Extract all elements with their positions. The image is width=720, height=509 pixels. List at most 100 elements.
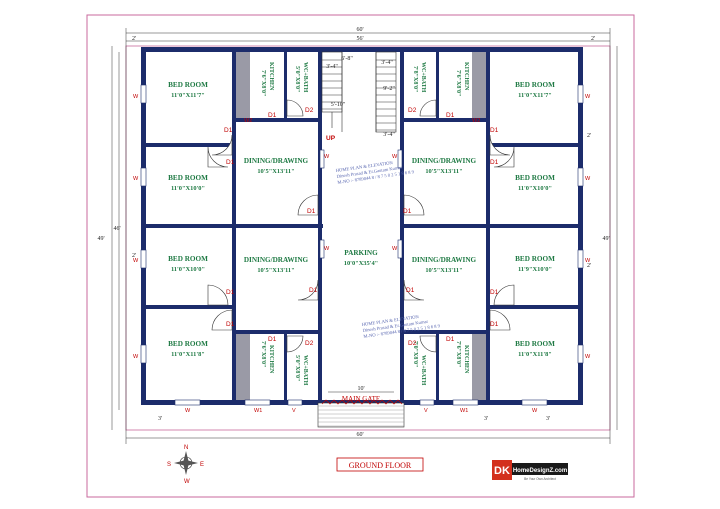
logo-mark: DK [494, 465, 510, 477]
dining-tr-name: DINING/DRAWING [412, 157, 477, 165]
door-tag: D1 [226, 159, 235, 166]
door-tag: D1 [226, 321, 235, 328]
dimension-texts: 60' 56' 2' 2' 60' 49' 46' 49' 2' 2' 2' 1… [97, 27, 609, 438]
bed-tr-name: BED ROOM [515, 81, 555, 89]
bed-l3-name: BED ROOM [168, 255, 208, 263]
window-tag: W [585, 258, 591, 264]
wc-tl-dim: 5'0"X8'0" [294, 66, 300, 92]
door-tag: D1 [490, 159, 499, 166]
ventilator-tag: V [292, 408, 296, 414]
window-tag: W1 [460, 408, 468, 414]
kitchen-tl-dim: 7'6"X8'0" [260, 70, 266, 96]
bed-r3-dim: 11'9"X10'0" [518, 266, 552, 273]
dim-stair: 3'-4" [383, 132, 395, 138]
windows [140, 84, 584, 406]
door-tag: D2 [305, 340, 314, 347]
window-tag: W [133, 176, 139, 182]
bed-br-dim: 11'0"X11'8" [518, 351, 552, 358]
dim-stair: 3'-4" [381, 60, 393, 66]
door-tag: D1 [226, 289, 235, 296]
dim-inner-width: 56' [356, 36, 363, 42]
kitchen-tr-dim: 7'6"X8'0" [455, 70, 461, 96]
dim-front: 3' [484, 416, 488, 422]
dim-setback: 2' [132, 253, 136, 259]
room-labels: BED ROOM 11'0"X11'7" BED ROOM 11'0"X10'0… [168, 81, 555, 358]
door-tag: D1 [307, 208, 316, 215]
bed-br-name: BED ROOM [515, 340, 555, 348]
dining-tl-name: DINING/DRAWING [244, 157, 309, 165]
window-tag: W2 [472, 118, 480, 124]
dining-tl-dim: 10'5"X13'11" [257, 168, 294, 175]
dining-br-dim: 10'5"X13'11" [425, 267, 462, 274]
kitchen-bl-dim: 7'6"X8'0" [260, 341, 266, 367]
dim-setback: 2' [587, 133, 591, 139]
wc-br-label: WC+BATH [420, 355, 426, 386]
dim-flight: 9'-2" [383, 86, 395, 92]
wc-tl-label: WC+BATH [302, 62, 308, 93]
page-title: GROUND FLOOR [349, 461, 412, 470]
window-tag: W [324, 154, 330, 160]
window-tag: W [324, 246, 330, 252]
dining-tr-dim: 10'5"X13'11" [425, 168, 462, 175]
dim-total-width: 60' [356, 27, 363, 33]
walls [141, 47, 583, 405]
dim-stair: 6'-8" [341, 56, 353, 62]
door-tag: D2 [305, 107, 314, 114]
kitchen-br-dim: 7'6"X8'0" [455, 341, 461, 367]
wc-br-dim: 7'0"X8'0" [412, 341, 418, 367]
parking-dim: 10'0"X35'4" [344, 260, 378, 267]
wc-tr-dim: 7'8"X8'0" [412, 66, 418, 92]
staircase [321, 51, 397, 133]
door-tag: D1 [490, 289, 499, 296]
dim-bottom-width: 60' [356, 432, 363, 438]
dim-inner-depth: 46' [113, 226, 120, 232]
kitchen-tl-label: KITCHEN [268, 62, 274, 91]
dim-front: 3' [158, 416, 162, 422]
title-box [336, 457, 424, 472]
window-tag: W [133, 258, 139, 264]
window-tag: W [532, 408, 538, 414]
wc-bl-dim: 5'0"X8'0" [294, 355, 300, 381]
logo-tagline: Be Your Own Architect [524, 477, 556, 481]
bed-bl-dim: 11'0"X11'8" [171, 351, 205, 358]
wc-tr-label: WC+BATH [420, 62, 426, 93]
window-tag: W [392, 154, 398, 160]
window-tag: W [585, 354, 591, 360]
dim-stair: 3'-4" [326, 64, 338, 70]
door-tag: D1 [403, 208, 412, 215]
door-swings [207, 99, 515, 353]
compass-e: E [200, 462, 204, 468]
window-tag: W [133, 354, 139, 360]
door-tag: D1 [224, 127, 233, 134]
dim-total-depth-left: 49' [97, 236, 104, 242]
bed-tl-dim: 11'0"X11'7" [171, 92, 205, 99]
door-tag: D2 [408, 340, 417, 347]
window-tag: W [185, 408, 191, 414]
bed-r2-dim: 11'0"X10'0" [518, 185, 552, 192]
main-gate-label: MAIN GATE [342, 395, 380, 403]
parking-name: PARKING [344, 249, 378, 257]
bed-l2-name: BED ROOM [168, 174, 208, 182]
door-tag: D2 [408, 107, 417, 114]
bed-r2-name: BED ROOM [515, 174, 555, 182]
door-tag: D1 [406, 287, 415, 294]
logo-text: HomeDesignZ.com [513, 468, 567, 474]
window-tag: W [585, 176, 591, 182]
main-gate [317, 391, 405, 428]
bed-bl-name: BED ROOM [168, 340, 208, 348]
compass-icon: N S E W [167, 445, 204, 485]
bed-l2-dim: 11'0"X10'0" [171, 185, 205, 192]
compass-s: S [167, 462, 171, 468]
door-tag: D1 [309, 287, 318, 294]
window-tag: W [585, 94, 591, 100]
brand-logo: DK HomeDesignZ.com Be Your Own Architect [492, 460, 568, 481]
dim-setback: 2' [591, 36, 595, 42]
dining-br-name: DINING/DRAWING [412, 256, 477, 264]
kitchen-bl-label: KITCHEN [268, 345, 274, 374]
door-tag: D1 [446, 112, 455, 119]
compass-n: N [184, 445, 188, 451]
kitchen-br-label: KITCHEN [463, 345, 469, 374]
door-tag: D1 [490, 321, 499, 328]
dim-landing: 5'-10" [331, 102, 346, 108]
